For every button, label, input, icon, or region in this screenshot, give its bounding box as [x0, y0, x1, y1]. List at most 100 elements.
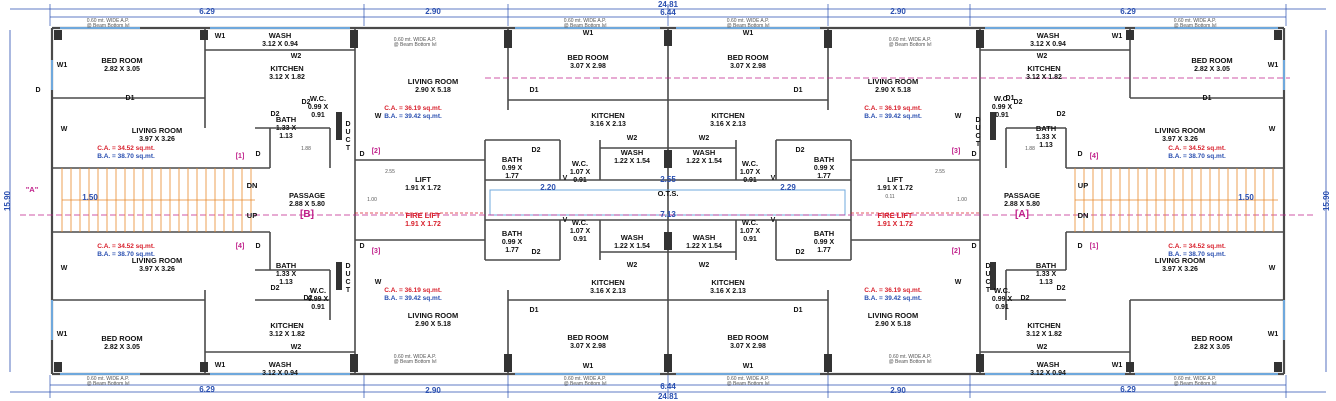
window-marker: W2	[627, 135, 638, 142]
flat-a2-builtup-area: B.A. = 39.42 sq.mt.	[864, 113, 922, 120]
fire-lift-right-dim: 1.91 X 1.72	[877, 221, 913, 228]
wash-3-dim: 1.22 X 1.54	[614, 158, 650, 165]
wc-3-name: W.C.	[572, 159, 588, 168]
wc-2-dim: 0.99 X	[308, 296, 329, 303]
ap-note: @ Beam Bottom lvl	[564, 23, 607, 29]
wash-2-name: WASH	[269, 360, 292, 369]
bed-room-7-name: BED ROOM	[1191, 56, 1232, 65]
kitchen-7-name: KITCHEN	[1027, 64, 1060, 73]
living-room-7-name: LIVING ROOM	[1155, 126, 1205, 135]
window-marker: W1	[57, 62, 68, 69]
column	[1274, 30, 1282, 40]
bed-room-4-dim: 3.07 X 2.98	[730, 63, 766, 70]
ap-note: @ Beam Bottom lvl	[87, 381, 130, 387]
ap-note: 0.60 mt. WIDE A.P.	[564, 18, 606, 24]
door-marker: D	[255, 243, 260, 250]
ap-note: 0.60 mt. WIDE A.P.	[889, 37, 931, 43]
flat-1-carpet-area: C.A. = 34.52 sq.mt.	[97, 145, 155, 152]
wash-3b-dim: 3.12 X 0.94	[1030, 41, 1066, 48]
flat-tag-1: [1]	[236, 153, 245, 160]
duct-letter-right-bottom: T	[986, 287, 991, 294]
kitchen-5-name: KITCHEN	[591, 278, 624, 287]
window-marker: W1	[1268, 62, 1279, 69]
bath-5-name: BATH	[502, 229, 522, 238]
flat-tag-4: [4]	[236, 243, 245, 250]
duct-letter-left-bottom: D	[345, 263, 350, 270]
column	[504, 30, 512, 48]
window-marker: W	[375, 279, 382, 286]
kitchen-4-name: KITCHEN	[711, 111, 744, 120]
window-marker: W	[61, 265, 68, 272]
flat-2-builtup-area: B.A. = 39.42 sq.mt.	[384, 113, 442, 120]
wc-1-dim: 0.99 X	[308, 104, 329, 111]
column	[54, 30, 62, 40]
column	[990, 262, 996, 290]
living-room-5-name: LIVING ROOM	[868, 77, 918, 86]
bath-1-dim: 1.33 X	[276, 125, 297, 132]
door-marker: D1	[794, 307, 803, 314]
bath-2-dim2: 1.13	[279, 279, 293, 286]
living-room-2-dim: 3.97 X 3.26	[139, 266, 175, 273]
door-marker: V	[771, 217, 776, 224]
column	[200, 362, 208, 372]
bed-room-6-name: BED ROOM	[727, 333, 768, 342]
living-room-6-dim: 2.90 X 5.18	[875, 321, 911, 328]
kitchen-6-dim: 3.16 X 2.13	[710, 288, 746, 295]
door-marker: V	[563, 175, 568, 182]
flat-tag-a2: [2]	[952, 248, 961, 255]
window-marker: W2	[1037, 344, 1048, 351]
column	[200, 30, 208, 40]
passage-a-dim: 2.88 X 5.80	[1004, 201, 1040, 208]
ap-note: 0.60 mt. WIDE A.P.	[889, 354, 931, 360]
door-marker: D1	[1006, 95, 1015, 102]
window-marker: W1	[57, 331, 68, 338]
dim-bath-gap-left: 2.20	[540, 183, 556, 192]
bed-room-3-dim: 3.07 X 2.98	[570, 63, 606, 70]
ap-note: 0.60 mt. WIDE A.P.	[87, 18, 129, 24]
duct-letter-right-bottom: U	[985, 271, 990, 278]
wc-4-name: W.C.	[742, 159, 758, 168]
wash-3-name: WASH	[621, 148, 644, 157]
ap-note: @ Beam Bottom lvl	[564, 381, 607, 387]
wc-1-dim2: 0.91	[311, 112, 325, 119]
fire-lift-right-name: FIRE LIFT	[878, 211, 913, 220]
wc-5-name: W.C.	[572, 218, 588, 227]
door-marker: D2	[302, 99, 311, 106]
window-marker: W1	[583, 30, 594, 37]
column	[54, 362, 62, 372]
dim-passage-right: 2.55	[935, 169, 945, 175]
flat-tag-a1: [1]	[1090, 243, 1099, 250]
stair-up-left: UP	[247, 211, 257, 220]
bath-8-dim: 1.33 X	[1036, 271, 1057, 278]
column	[350, 30, 358, 48]
door-marker: D2	[271, 111, 280, 118]
dim-bath-gap-right: 2.29	[780, 183, 796, 192]
living-room-5-dim: 2.90 X 5.18	[875, 87, 911, 94]
column	[350, 354, 358, 372]
ap-note: @ Beam Bottom lvl	[727, 23, 770, 29]
duct-letter-left-bottom: C	[345, 279, 350, 286]
flat-2-carpet-area: C.A. = 36.19 sq.mt.	[384, 105, 442, 112]
wash-6-name: WASH	[693, 233, 716, 242]
passage-b-tag: [B]	[300, 209, 314, 220]
dim-top-total: 24.81	[658, 0, 679, 9]
fire-lift-left-dim: 1.91 X 1.72	[405, 221, 441, 228]
column	[664, 30, 672, 46]
dim-top-6-29: 6.29	[199, 7, 215, 16]
bed-room-5-dim: 3.07 X 2.98	[570, 343, 606, 350]
kitchen-6-name: KITCHEN	[711, 278, 744, 287]
window-marker: W	[1269, 126, 1276, 133]
flat-tag-a3: [3]	[952, 148, 961, 155]
wc-6-dim2: 0.91	[743, 236, 757, 243]
living-room-1-dim: 3.97 X 3.26	[139, 136, 175, 143]
window-marker: W1	[743, 30, 754, 37]
dim-bottom-total: 24.81	[658, 392, 679, 401]
flat-a1-carpet-area: C.A. = 34.52 sq.mt.	[1168, 145, 1226, 152]
door-marker: D2	[1057, 111, 1066, 118]
dim-top-2-90: 2.90	[890, 7, 906, 16]
bath-6-name: BATH	[814, 229, 834, 238]
door-marker: D	[35, 87, 40, 94]
wash-5-name: WASH	[621, 233, 644, 242]
